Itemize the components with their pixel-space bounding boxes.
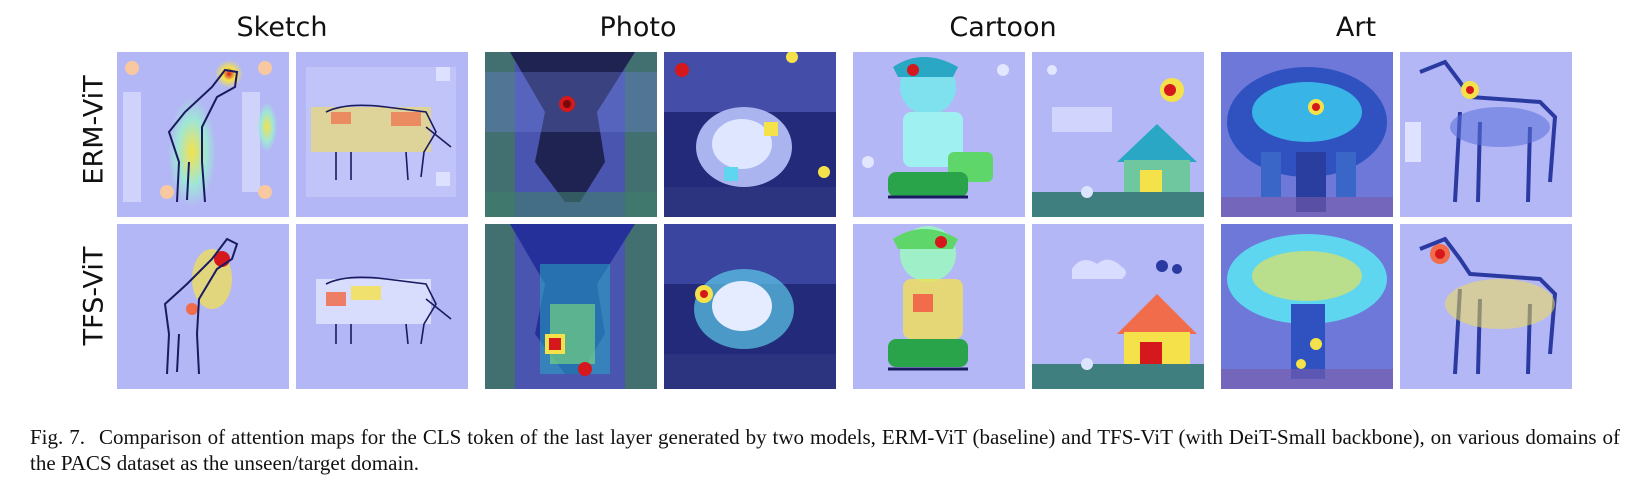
panel-tfs-cartoon-house bbox=[1032, 224, 1204, 389]
panel-erm-art-elephant bbox=[1221, 52, 1393, 217]
panel-tfs-sketch-giraffe bbox=[117, 224, 289, 389]
row-label-tfs-vit: TFS-ViT bbox=[78, 246, 110, 346]
figure-caption: Fig. 7. Comparison of attention maps for… bbox=[30, 424, 1620, 476]
panel-tfs-sketch-cow bbox=[296, 224, 468, 389]
panel-erm-cartoon-person bbox=[853, 52, 1025, 217]
panel-tfs-photo-horse bbox=[664, 224, 836, 389]
panel-tfs-photo-dog bbox=[485, 224, 657, 389]
panel-tfs-cartoon-person bbox=[853, 224, 1025, 389]
column-title-art: Art bbox=[1335, 12, 1377, 43]
panel-tfs-art-elephant bbox=[1221, 224, 1393, 389]
panel-erm-photo-horse bbox=[664, 52, 836, 217]
panel-erm-art-horse bbox=[1400, 52, 1572, 217]
column-title-cartoon: Cartoon bbox=[949, 12, 1057, 43]
panel-erm-sketch-giraffe bbox=[117, 52, 289, 217]
column-title-sketch: Sketch bbox=[236, 12, 328, 43]
panel-tfs-art-horse bbox=[1400, 224, 1572, 389]
panel-erm-photo-dog bbox=[485, 52, 657, 217]
column-title-photo: Photo bbox=[599, 12, 677, 43]
figure-caption-label: Fig. 7. bbox=[30, 425, 85, 449]
row-label-erm-vit: ERM-ViT bbox=[78, 75, 110, 185]
panel-erm-cartoon-house bbox=[1032, 52, 1204, 217]
figure-caption-text: Comparison of attention maps for the CLS… bbox=[30, 425, 1621, 475]
panel-erm-sketch-cow bbox=[296, 52, 468, 217]
